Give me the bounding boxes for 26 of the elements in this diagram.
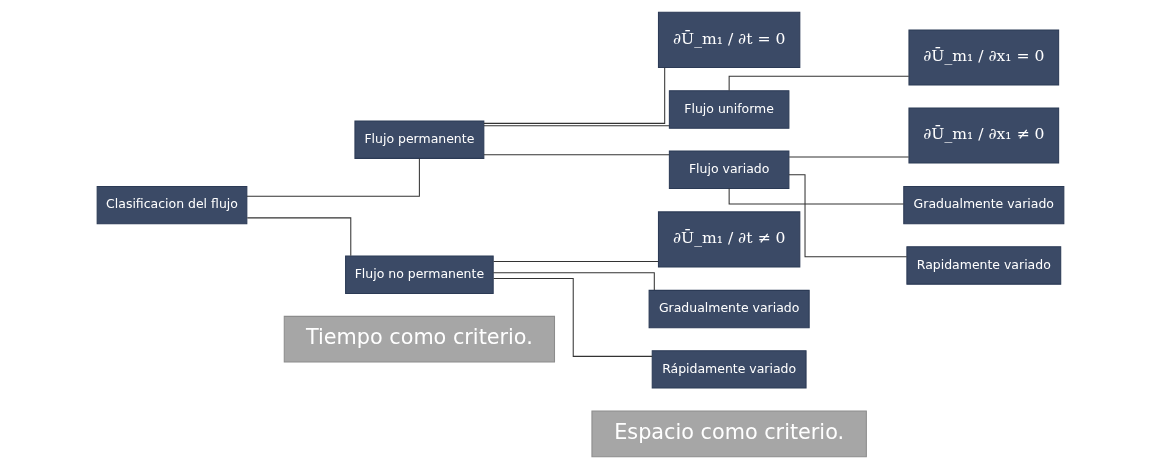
connector	[483, 67, 666, 124]
node-box: Clasificacion del flujo	[96, 185, 248, 225]
connector	[788, 156, 910, 158]
node-box: ∂Ū_m₁ / ∂t = 0	[657, 11, 801, 68]
connector	[493, 277, 653, 357]
node-box: Gradualmente variado	[648, 289, 810, 329]
node-box: Flujo uniforme	[668, 90, 790, 129]
node-box: Gradualmente variado	[903, 185, 1065, 225]
node-box: ∂Ū_m₁ / ∂x₁ ≠ 0	[908, 107, 1060, 164]
connector	[728, 188, 905, 205]
connector	[246, 217, 352, 257]
connector	[483, 154, 670, 156]
node-box: ∂Ū_m₁ / ∂t ≠ 0	[657, 211, 801, 268]
node-box: Espacio como criterio.	[591, 410, 867, 458]
node-box: ∂Ū_m₁ / ∂x₁ = 0	[908, 29, 1060, 86]
connector	[483, 125, 670, 127]
node-box: Rápidamente variado	[651, 350, 807, 389]
connector	[788, 174, 908, 258]
node-box: Flujo no permanente	[345, 255, 494, 294]
node-box: Flujo variado	[668, 150, 790, 189]
connector	[492, 272, 655, 291]
node-box: Rapidamente variado	[906, 246, 1062, 285]
connector	[246, 158, 420, 197]
node-box: Tiempo como criterio.	[283, 315, 556, 363]
node-box: Flujo permanente	[354, 120, 485, 159]
connector	[493, 261, 659, 263]
